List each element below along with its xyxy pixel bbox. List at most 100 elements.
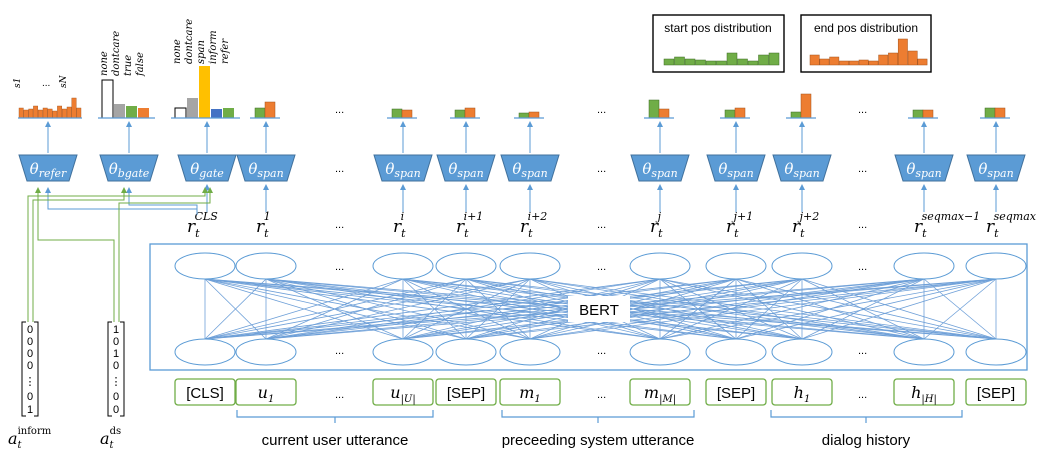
legend-start-bar [705, 60, 717, 66]
token-representations: rtCLSrt1rtirti+1rti+2rtjrtj+1rtj+2rtseqm… [187, 184, 1037, 240]
token-box [965, 378, 1027, 406]
token-box [893, 378, 955, 406]
ds-vector-entry: ⋮ [111, 376, 122, 388]
gate-bar-refer [223, 108, 234, 118]
ds-vector-entry: 0 [113, 404, 119, 416]
head-gate [177, 154, 237, 182]
bert-edge [402, 278, 925, 340]
head-label: θspan [248, 160, 283, 180]
bert-edge [204, 278, 803, 340]
legend-start-bar [695, 59, 706, 66]
token-box [771, 378, 833, 406]
bert-bottom-node [965, 338, 1027, 366]
refer-bar [23, 109, 29, 119]
bert-bottom-node [771, 338, 833, 366]
ellipsis-token-3: ... [858, 389, 867, 401]
bert-edge [735, 278, 803, 340]
legend-start-bar [758, 54, 769, 66]
head-label: θspan [718, 160, 753, 180]
refer-bar [28, 108, 34, 119]
bert-edge [465, 278, 925, 340]
bert-bottom-node [499, 338, 561, 366]
ds-label: atds [100, 426, 121, 451]
gate-bar-none [174, 107, 187, 119]
bert-edge [923, 278, 997, 340]
bert-edge [204, 278, 661, 340]
span-start-bar [724, 109, 736, 119]
span-head [772, 154, 832, 182]
repr-2: rti [393, 210, 406, 240]
input-to-gate-arrows [27, 187, 213, 322]
token-label: h|H| [911, 383, 937, 405]
gate-label-dontcare: dontcare [184, 19, 195, 64]
bgate-label-dontcare: dontcare [111, 31, 122, 76]
head-label: θgate [190, 160, 224, 180]
bert-edge [204, 278, 737, 340]
repr-5: rtj [650, 210, 663, 240]
inform-vector-entry: ⋮ [25, 376, 36, 388]
bert-top-node [965, 252, 1027, 280]
bert-edge [735, 278, 997, 340]
bert-edge [801, 278, 925, 340]
segment-history-label: dialog history [822, 432, 911, 449]
repr-3: rti+1 [456, 210, 483, 240]
token-box [435, 378, 497, 406]
legend-start-bar [663, 58, 675, 66]
token-label: [SEP] [447, 385, 485, 402]
token-box [499, 378, 561, 406]
ellipsis-bert-top-2: ... [597, 261, 606, 273]
token-label: u|U| [390, 383, 415, 405]
token-box [235, 378, 297, 406]
refer-bar [18, 107, 24, 119]
span-start-bar [790, 111, 802, 119]
legend-end-bar [829, 56, 840, 66]
legend-start-bar [716, 60, 727, 66]
token-label: [SEP] [977, 385, 1015, 402]
repr-0: rtCLS [187, 210, 218, 240]
gate-label-span: span [196, 40, 207, 64]
span-end-bar [401, 109, 413, 119]
span-end-bar [464, 107, 476, 119]
head-bgate [99, 154, 159, 182]
legend-end-bar [878, 54, 889, 66]
bert-edge [265, 278, 803, 340]
legend-start-bar [726, 52, 738, 66]
bert-top-node [235, 252, 297, 280]
gate-bar-dontcare [187, 98, 198, 118]
span-end-bar [658, 108, 670, 119]
token-label: u1 [258, 383, 275, 405]
bert-bottom-node [372, 338, 434, 366]
legend-end-bar [907, 50, 918, 66]
segment-system-label: preceeding system utterance [502, 432, 695, 449]
legend-start-bar [674, 56, 685, 66]
head-label: θbgate [109, 160, 150, 180]
ellipsis-top-3: ... [858, 104, 867, 116]
bert-edge [529, 278, 925, 340]
span-start-bar [391, 108, 403, 119]
bert-edge [204, 278, 531, 340]
bert-box [149, 243, 1028, 371]
span-start-bar [254, 107, 266, 119]
ellipsis-top-2: ... [597, 104, 606, 116]
legend-start-bars [663, 52, 780, 66]
bgate-bar-true [126, 106, 137, 118]
repr-6: rtj+1 [726, 210, 753, 240]
bert-label-bg [568, 296, 630, 322]
ellipsis-repr-3: ... [858, 219, 867, 231]
bgate-bar-false [138, 108, 149, 118]
ellipsis-token-2: ... [597, 389, 606, 401]
head-label: θspan [642, 160, 677, 180]
bert-edge [265, 278, 997, 340]
legend-end-label: end pos distribution [814, 21, 918, 35]
refer-bar [76, 107, 82, 119]
bert-edge [659, 278, 925, 340]
span-end-bar [800, 93, 812, 119]
span-end-bar [922, 109, 934, 119]
segment-braces [236, 410, 963, 423]
span-start-bar [454, 109, 466, 119]
inform-vector-entry: 0 [27, 324, 33, 336]
legend-end-bar [917, 58, 928, 66]
